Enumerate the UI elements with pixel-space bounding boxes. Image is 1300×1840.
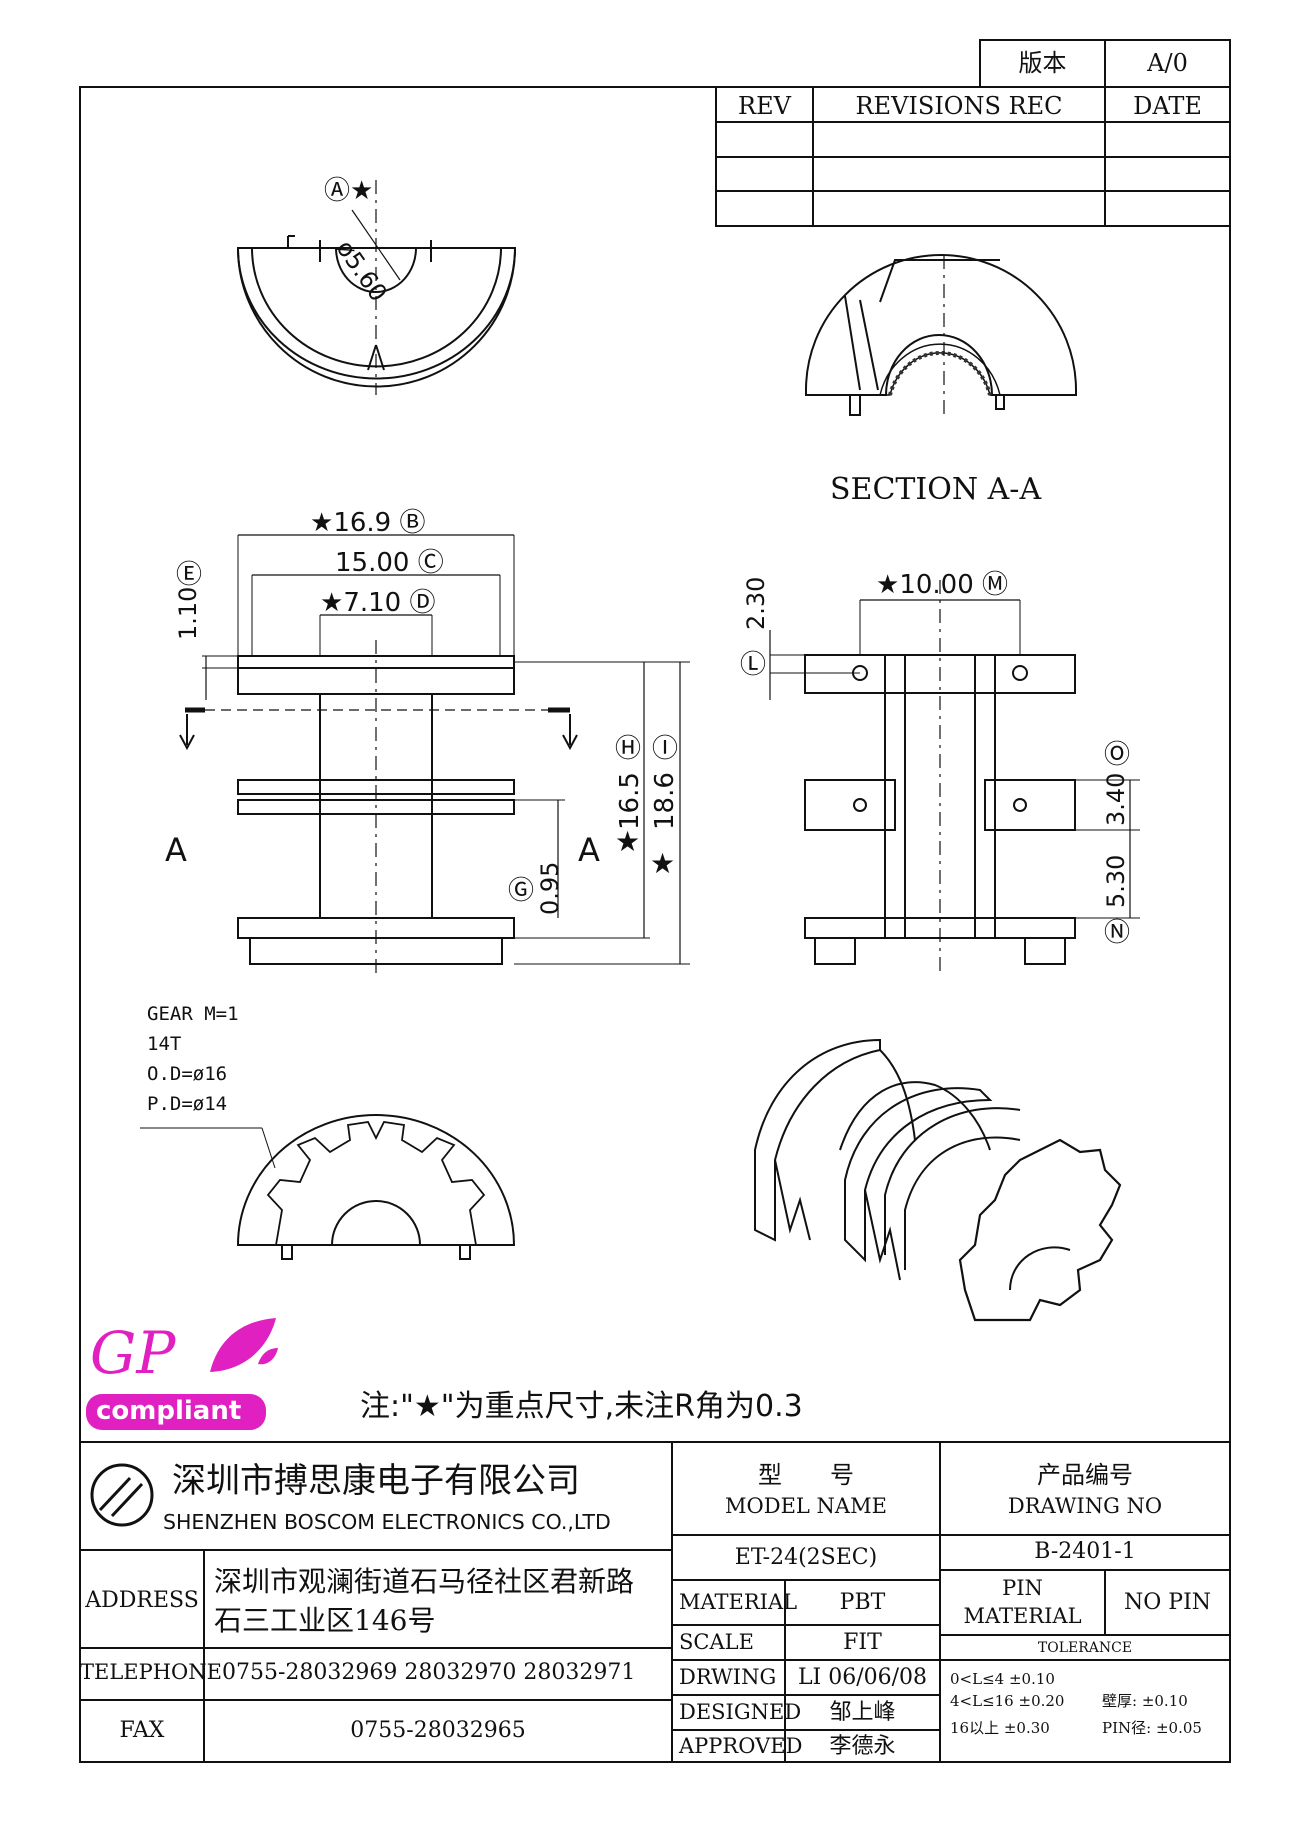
version-value: A/0 <box>1147 49 1188 77</box>
drawing-en: DRAWING NO <box>1007 1494 1163 1518</box>
company-en: SHENZHEN BOSCOM ELECTRONICS CO.,LTD <box>163 1510 611 1534</box>
star-icon: ★ <box>650 847 676 880</box>
top-view-outline <box>236 180 517 395</box>
designed-label: DESIGNED <box>679 1700 802 1724</box>
material-value: PBT <box>839 1590 886 1615</box>
leaf-icon <box>210 1318 278 1372</box>
pin-material-line-2: MATERIAL <box>963 1604 1082 1628</box>
wall-tolerance: 壁厚: ±0.10 <box>1102 1692 1188 1710</box>
address-line-1: 深圳市观澜街道石马径社区君新路 <box>214 1565 635 1598</box>
gp-compliant-logo: GP compliant <box>82 1312 297 1437</box>
gear-view-outline <box>140 1114 516 1260</box>
dim-h-value: 16.5 <box>615 772 645 830</box>
dim-e-value: 1.10 <box>174 586 202 640</box>
dim-n-letter: Ⓝ <box>1104 918 1131 948</box>
star-icon: ★ <box>320 588 344 618</box>
section-view-outline <box>805 254 1077 420</box>
top-callout-letter: Ⓐ★ <box>324 176 374 206</box>
pin-material-line-1: PIN <box>1002 1576 1043 1600</box>
scale-label: SCALE <box>679 1630 754 1654</box>
gp-logo-text: GP <box>90 1319 176 1387</box>
star-icon: ★ <box>310 508 334 538</box>
front-view-outline <box>179 534 690 975</box>
date-header: DATE <box>1133 92 1202 120</box>
address-line-2: 石三工业区146号 <box>214 1604 436 1637</box>
model-en: MODEL NAME <box>725 1494 887 1518</box>
model-value: ET-24(2SEC) <box>734 1545 878 1570</box>
revisions-table-grid <box>715 86 1231 227</box>
dim-h-letter: Ⓗ <box>615 734 642 764</box>
tolerance-3: 16以上 ±0.30 <box>950 1719 1050 1737</box>
tolerance-label: TOLERANCE <box>1037 1640 1133 1656</box>
revisions-rec-header: REVISIONS REC <box>855 92 1063 120</box>
star-icon: ★ <box>876 570 900 600</box>
address-label: ADDRESS <box>85 1588 199 1613</box>
dim-e-letter: Ⓔ <box>176 560 203 590</box>
fax-label: FAX <box>119 1718 165 1743</box>
drawing-cn: 产品编号 <box>1037 1461 1133 1489</box>
pin-material-value: NO PIN <box>1123 1590 1212 1615</box>
compliant-badge <box>86 1394 266 1430</box>
approved-value: 李德永 <box>829 1734 896 1759</box>
tolerance-2: 4<L≤16 ±0.20 <box>950 1692 1065 1710</box>
note-text: 注:"★"为重点尺寸,未注R角为0.3 <box>360 1389 803 1424</box>
gear-line-4: P.D=ø14 <box>147 1093 228 1115</box>
telephone-label: TELEPHONE <box>80 1660 222 1684</box>
dim-l-letter: Ⓛ <box>740 650 767 680</box>
gear-line-1: GEAR M=1 <box>147 1003 239 1025</box>
scale-value: FIT <box>843 1630 882 1655</box>
company-cn: 深圳市搏思康电子有限公司 <box>172 1461 580 1501</box>
drawing-value: B-2401-1 <box>1034 1539 1136 1564</box>
section-title: SECTION A-A <box>830 472 1042 507</box>
approved-label: APPROVED <box>679 1734 803 1758</box>
pin-dia-tolerance: PIN径: ±0.05 <box>1102 1719 1202 1737</box>
section-marker-left: A <box>165 831 187 869</box>
material-label: MATERIAL <box>679 1590 798 1614</box>
gear-line-2: 14T <box>147 1033 182 1055</box>
designed-value: 邹上峰 <box>829 1700 896 1725</box>
dim-i-value: 18.6 <box>650 772 680 830</box>
dim-b: ★16.9 Ⓑ <box>310 508 426 538</box>
dim-m: ★10.00 Ⓜ <box>876 570 1009 600</box>
gear-line-3: O.D=ø16 <box>147 1063 228 1085</box>
rev-header: REV <box>738 92 791 120</box>
dim-l-value: 2.30 <box>742 576 770 630</box>
drwing-value: LI 06/06/08 <box>797 1665 928 1690</box>
dim-g-letter: Ⓖ <box>508 876 535 906</box>
title-block-grid <box>80 1441 1230 1762</box>
tolerance-1: 0<L≤4 ±0.10 <box>950 1670 1055 1688</box>
star-icon: ★ <box>615 825 641 858</box>
side-view-outline <box>769 580 1140 975</box>
dim-g-value: 0.95 <box>536 861 564 915</box>
telephone-value: 0755-28032969 28032970 28032971 <box>222 1660 636 1685</box>
boscom-logo <box>90 1463 154 1527</box>
dim-o-letter: Ⓞ <box>1104 740 1131 770</box>
compliant-text: compliant <box>96 1396 242 1426</box>
model-cn: 型 号 <box>758 1461 854 1489</box>
dim-i-letter: Ⓘ <box>652 734 679 764</box>
dim-n-value: 5.30 <box>1102 854 1130 908</box>
section-marker-right: A <box>578 831 600 869</box>
isometric-view-outline <box>754 1038 1122 1322</box>
dim-d: ★7.10 Ⓓ <box>320 588 436 618</box>
drwing-label: DRWING <box>679 1665 777 1689</box>
star-icon: ★ <box>350 176 374 206</box>
version-label: 版本 <box>1018 49 1067 77</box>
dim-o-value: 3.40 <box>1102 772 1130 826</box>
fax-value: 0755-28032965 <box>350 1718 526 1743</box>
frame-border <box>79 86 1231 1763</box>
dim-c: 15.00 Ⓒ <box>335 548 444 578</box>
